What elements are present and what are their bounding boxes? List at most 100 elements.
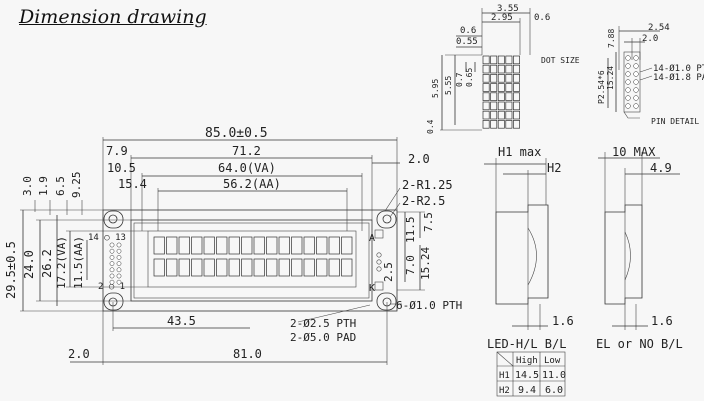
led-table-high: High [516, 356, 538, 366]
pth-hole-1 [376, 252, 382, 258]
dot-cell [513, 92, 520, 101]
char-cell [241, 236, 253, 255]
dot-cell [505, 55, 513, 65]
char-cell [216, 258, 228, 277]
viewing-area [147, 230, 357, 288]
dot-cell [490, 110, 498, 120]
char-cell [203, 258, 215, 277]
pcb-outline [102, 209, 398, 312]
pin-hole [116, 255, 122, 260]
dot-dim-0-6a: 0.6 [534, 13, 550, 23]
led-table-h2-high: 9.4 [518, 385, 536, 396]
dot-dim-5-55: 5.55 [444, 76, 453, 95]
char-cell [216, 236, 228, 255]
dot-cell [505, 83, 513, 92]
dot-cell [490, 74, 498, 83]
char-cell [303, 258, 315, 277]
holes-pad-label: 2-Ø5.0 PAD [290, 331, 356, 344]
dot-matrix [482, 55, 520, 129]
char-cell [153, 258, 165, 277]
dim-2-0-bottom: 2.0 [68, 347, 90, 361]
char-cell [191, 236, 203, 255]
dot-cell [505, 120, 513, 129]
char-cell [303, 236, 315, 255]
char-cell [228, 258, 240, 277]
dim-2-0-top: 2.0 [408, 152, 430, 166]
dim-7-9: 7.9 [106, 144, 128, 158]
dot-cell [497, 55, 505, 65]
char-cell [228, 236, 240, 255]
pin-hole [116, 261, 122, 266]
dot-cell [482, 120, 490, 129]
pin-detail: 2.54 2.0 7.88 P2.54*6 15.24 14-Ø1.0 PTH … [597, 23, 704, 126]
dot-cell [513, 74, 520, 83]
pin-hole [116, 248, 122, 254]
pin-hole [109, 273, 115, 279]
pin-hole [116, 242, 122, 248]
dot-cell [482, 74, 490, 83]
dot-dim-5-95: 5.95 [431, 79, 440, 98]
pin-detail-hole [625, 55, 631, 61]
dot-cell [497, 64, 505, 74]
mounting-slot-tr [376, 210, 397, 229]
char-cell [291, 236, 303, 255]
dot-dim-3-55: 3.55 [497, 4, 519, 14]
pin-hole [109, 261, 115, 266]
dot-cell [482, 55, 490, 65]
dot-cell [497, 101, 505, 111]
char-cell [328, 258, 340, 277]
el-dim-4-9: 4.9 [650, 161, 672, 175]
dim-15-24: 15.24 [419, 247, 432, 280]
el-max: 10 MAX [612, 145, 656, 159]
dim-26-2: 26.2 [40, 249, 54, 278]
char-cell [328, 236, 340, 255]
side-view-el: 10 MAX 4.9 1.6 EL or NO B/L [596, 145, 683, 351]
dot-cell [497, 74, 505, 83]
led-label: LED-H/L B/L [487, 337, 566, 351]
led-table [496, 351, 566, 397]
dot-cell [513, 64, 520, 74]
dim-overall-width: 85.0±0.5 [205, 126, 268, 141]
dot-cell [497, 83, 505, 92]
led-table-low: Low [544, 356, 561, 366]
dim-7-5: 7.5 [422, 212, 435, 232]
pin-label-k: K [369, 283, 375, 294]
dot-cell [482, 64, 490, 74]
dim-2-5: 2.5 [382, 262, 395, 282]
pin-detail-hole [633, 87, 639, 93]
char-cell [316, 236, 328, 255]
dim-24-0: 24.0 [22, 250, 36, 279]
dot-cell [513, 55, 520, 65]
dim-7-0: 7.0 [404, 255, 417, 275]
pin-hole [116, 279, 122, 285]
dot-cell [490, 101, 498, 111]
dot-dim-0-55: 0.55 [456, 37, 478, 47]
radius-1: 2-R1.25 [402, 178, 453, 192]
pin-label-2-1: 2 ○ 1 [98, 282, 125, 292]
dim-10-5: 10.5 [107, 161, 136, 175]
pin-dim-7-88: 7.88 [607, 29, 616, 48]
pin-label-14-13: 14 ○ 13 [88, 233, 126, 243]
char-cell [266, 258, 278, 277]
dot-dim-2-95: 2.95 [491, 13, 513, 23]
bezel-inner [133, 222, 370, 299]
pin-detail-hole [633, 79, 639, 85]
el-label: EL or NO B/L [596, 337, 683, 351]
dim-17-2-va: 17.2(VA) [55, 236, 68, 289]
led-table-h1-low: 11.0 [542, 370, 566, 381]
el-dim-1-6: 1.6 [651, 314, 673, 328]
pth-hole-2 [376, 259, 382, 265]
dot-cell [513, 83, 520, 92]
char-cell [166, 236, 178, 255]
dot-cell [490, 120, 498, 129]
char-cell [341, 236, 353, 255]
char-cell [241, 258, 253, 277]
char-cell [191, 258, 203, 277]
backlight-pad-k [374, 281, 384, 291]
dim-71-2: 71.2 [232, 144, 261, 158]
pin-pitch: P2.54*6 [597, 70, 606, 104]
char-cell [153, 236, 165, 255]
dot-cell [513, 110, 520, 120]
dot-dim-0-7: 0.7 [455, 72, 464, 87]
